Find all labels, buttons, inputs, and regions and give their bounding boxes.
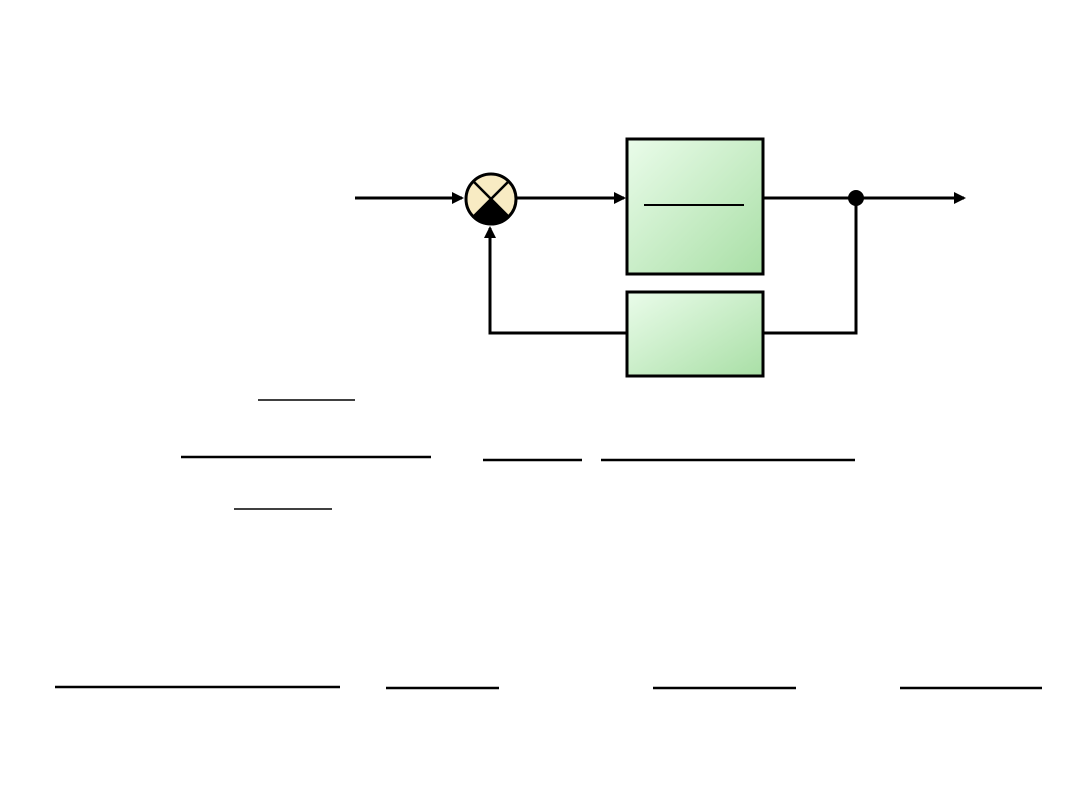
- feedback-path-left: [484, 226, 627, 335]
- feedback-block: [625, 290, 765, 378]
- summing-junction: [464, 172, 518, 226]
- forward-block: [625, 137, 765, 276]
- feedback-path-right: [763, 198, 858, 335]
- equation-area: [55, 399, 1042, 690]
